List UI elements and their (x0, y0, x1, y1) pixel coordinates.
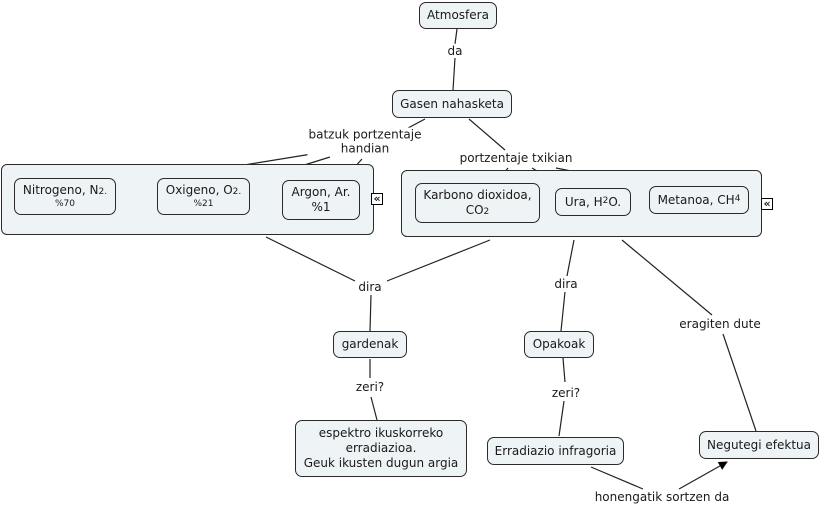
link-label-da: da (446, 43, 464, 59)
link-dira-opakoak (560, 291, 566, 332)
concept-label: gardenak (341, 337, 399, 351)
formula-label: CO (465, 202, 484, 217)
link-gasen-txikian (468, 118, 506, 151)
link-label-batzuk: batzuk portzentaje handian (307, 127, 423, 157)
concept-gasen-nahasketa[interactable]: Gasen nahasketa (392, 90, 512, 118)
concept-label: Ura, H (564, 194, 603, 209)
concept-label: Negutegi efektua (706, 437, 812, 452)
subscript: 2. (98, 187, 108, 198)
concept-label: Opakoak (532, 337, 586, 351)
link-dira-gardenak (369, 294, 372, 332)
link-zeri-erradiazio (558, 400, 565, 437)
link-erradiazio-honengatik (590, 466, 644, 490)
concept-negutegi-efektua[interactable]: Negutegi efektua (699, 431, 819, 459)
concept-label-suffix: O. (608, 194, 622, 209)
link-opakoak-zeri (562, 357, 566, 383)
link-label-dira-left: dira (357, 279, 383, 295)
concept-label: Oxigeno, O (165, 183, 233, 198)
link-eragiten-negutegi (722, 333, 757, 432)
link-label-dira-right: dira (553, 276, 579, 292)
link-label-eragiten: eragiten dute (678, 316, 762, 332)
concept-atmosfera[interactable]: Atmosfera (419, 2, 497, 29)
concept-espektro[interactable]: espektro ikuskorreko erradiazioa. Geuk i… (295, 420, 467, 477)
concept-label: Erradiazio infragoria (494, 443, 617, 458)
subscript: 4 (734, 194, 741, 205)
concept-oxigeno[interactable]: Oxigeno, O2. %21 (157, 178, 250, 215)
concept-erradiazio-infragoria[interactable]: Erradiazio infragoria (487, 437, 624, 465)
concept-label: Nitrogeno, N (22, 183, 99, 198)
link-group-right-dira (386, 239, 491, 282)
link-group-left-dira (265, 236, 356, 282)
link-da-gasen (452, 57, 456, 91)
concept-gardenak[interactable]: gardenak (333, 331, 407, 358)
subscript: 2 (602, 196, 609, 207)
link-label-zeri-left: zeri? (354, 379, 386, 395)
collapse-group-left-button[interactable]: « (371, 193, 383, 205)
link-label-line2: handian (340, 142, 390, 156)
subscript: 2. (232, 187, 242, 198)
concept-opakoak[interactable]: Opakoak (524, 331, 594, 358)
concept-label-line2: erradiazioa. (345, 441, 417, 455)
link-zeri-espektro (370, 396, 378, 421)
arrow-honengatik-negutegi (678, 461, 728, 490)
concept-label: Argon, Ar. (291, 185, 351, 199)
link-gasen-batzuk (407, 118, 426, 129)
link-group-eragiten (621, 239, 713, 316)
percentage-label: %21 (193, 198, 214, 209)
link-group-right-dira2 (566, 239, 575, 277)
collapse-group-right-button[interactable]: « (761, 198, 773, 210)
concept-label: Karbono dioxidoa, (423, 187, 532, 202)
concept-label-line1: espektro ikuskorreko (318, 426, 444, 440)
percentage-label: %70 (54, 198, 75, 209)
concept-label-line3: Geuk ikusten dugun argia (303, 456, 459, 470)
concept-nitrogeno[interactable]: Nitrogeno, N2. %70 (14, 178, 116, 215)
concept-label: Gasen nahasketa (400, 96, 504, 111)
subscript: 2 (483, 206, 490, 217)
concept-label: Metanoa, CH (657, 192, 735, 207)
percentage-label: %1 (311, 200, 331, 214)
link-label-txikian: portzentaje txikian (458, 150, 574, 166)
concept-label: Atmosfera (427, 8, 489, 22)
link-label-line1: batzuk portzentaje (308, 127, 422, 142)
link-label-zeri-right: zeri? (550, 385, 582, 401)
link-label-honengatik: honengatik sortzen da (593, 489, 731, 505)
concept-karbono-dioxidoa[interactable]: Karbono dioxidoa, CO2 (415, 183, 540, 223)
link-atmosfera-da (454, 28, 458, 45)
concept-argon[interactable]: Argon, Ar. %1 (282, 180, 360, 220)
